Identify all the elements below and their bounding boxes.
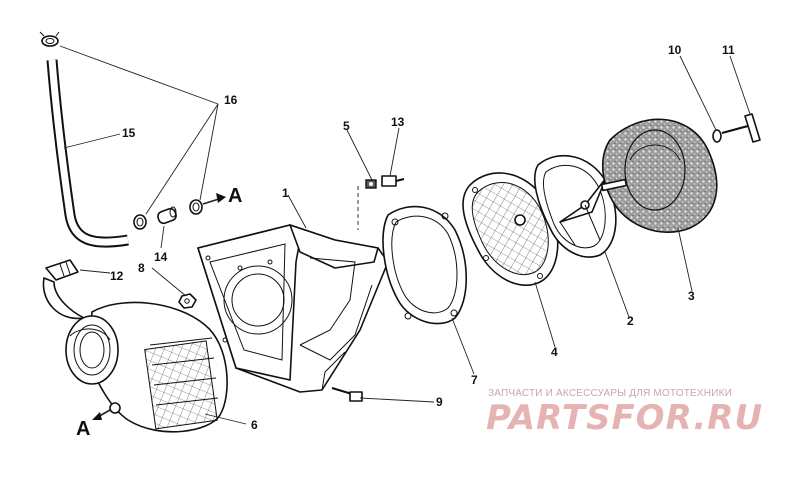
filter-mesh-plate: [462, 172, 559, 286]
label-part-14: 14: [154, 250, 168, 264]
mounting-screw: [331, 387, 363, 402]
housing-seal: [382, 205, 468, 325]
hose-clamp-top: [39, 31, 60, 47]
label-part-11: 11: [722, 43, 735, 57]
housing-bolt: [381, 175, 405, 187]
outlet-arrow-a: [92, 409, 111, 420]
filter-washer: [712, 129, 722, 143]
hose-clamp-middle: [133, 214, 147, 230]
marker-a-hose: A: [228, 185, 242, 207]
hex-nut: [178, 293, 197, 309]
label-part-10: 10: [668, 43, 682, 57]
watermark-tagline: ЗАПЧАСТИ И АКСЕССУАРЫ ДЛЯ МОТОТЕХНИКИ: [488, 388, 733, 399]
wing-bolt: [721, 113, 761, 143]
clamp-band: [42, 259, 85, 320]
watermark-logo: PARTSFOR.RU: [486, 398, 764, 438]
leader-lines: [59, 45, 751, 425]
label-part-2: 2: [627, 314, 634, 328]
label-part-8: 8: [138, 261, 145, 275]
label-part-13: 13: [391, 115, 405, 129]
hose-clamp-right: [189, 199, 203, 215]
label-part-9: 9: [436, 395, 443, 409]
label-part-4: 4: [551, 345, 558, 359]
intake-boot: [65, 301, 228, 433]
label-part-12: 12: [110, 269, 124, 283]
hose-connector: [157, 206, 177, 225]
flow-arrow-a: [202, 193, 226, 205]
label-part-1: 1: [282, 186, 289, 200]
label-part-15: 15: [122, 126, 136, 140]
label-part-3: 3: [688, 289, 695, 303]
part-number-labels: 1 2 3 4 5 6 7 8 9 10 11 12 13 14 15 16 A…: [76, 43, 735, 440]
marker-a-boot: A: [76, 418, 90, 440]
foam-filter-element: [600, 118, 718, 233]
label-part-16: 16: [224, 93, 238, 107]
housing-bolt-washer: [365, 179, 377, 189]
label-part-6: 6: [251, 418, 258, 432]
label-part-5: 5: [343, 119, 350, 133]
label-part-7: 7: [471, 373, 478, 387]
breather-hose: [46, 59, 129, 248]
airbox-housing: [197, 224, 389, 393]
